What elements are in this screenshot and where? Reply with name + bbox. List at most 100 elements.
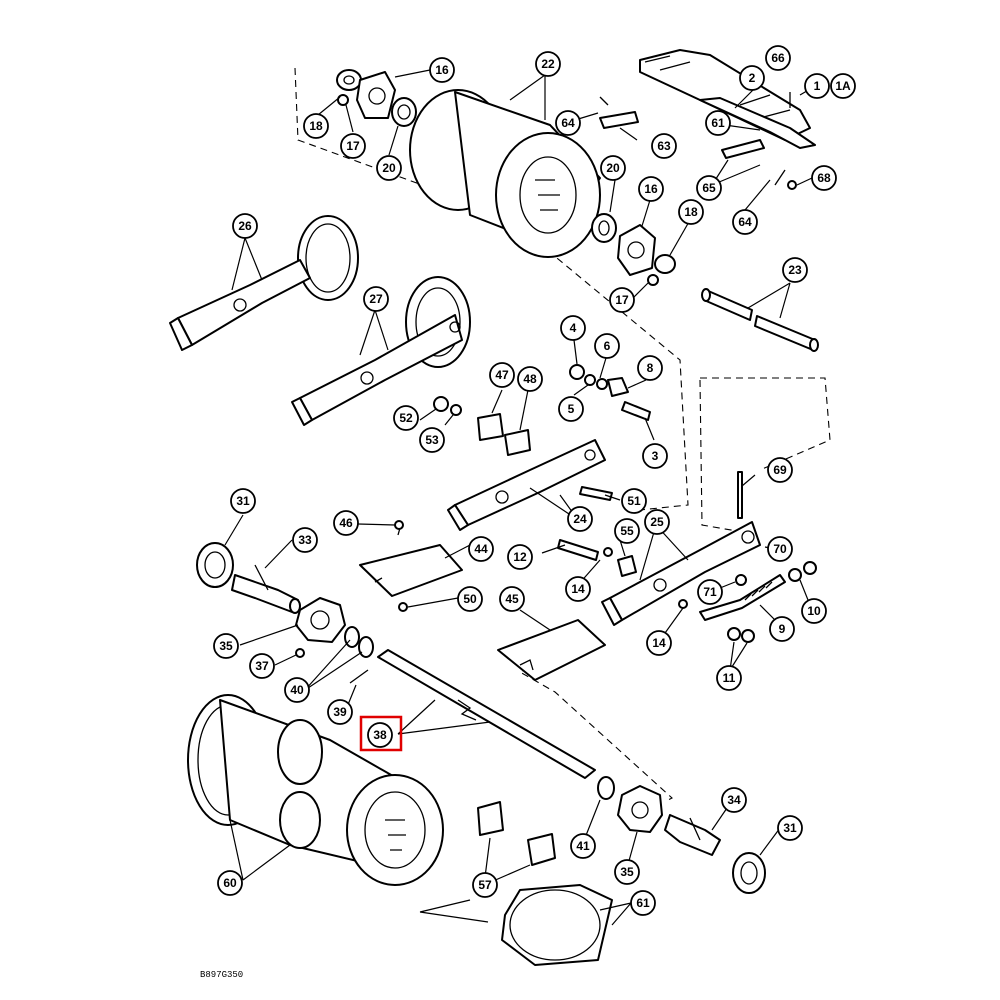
- callout-26: 26: [232, 213, 258, 239]
- svg-text:23: 23: [788, 263, 802, 277]
- drive-chain-assembly: [599, 49, 816, 190]
- callout-52: 52: [393, 405, 419, 431]
- callout-46: 46: [333, 510, 359, 536]
- upper-left-bearing-set: [336, 69, 417, 127]
- svg-text:18: 18: [684, 205, 698, 219]
- svg-text:40: 40: [290, 683, 304, 697]
- svg-text:22: 22: [541, 57, 555, 71]
- lower-left-drive-parts: [196, 542, 374, 684]
- callout-25: 25: [644, 509, 670, 535]
- svg-text:27: 27: [369, 292, 383, 306]
- callout-16-right: 16: [638, 176, 664, 202]
- callout-20-right: 20: [600, 155, 626, 181]
- callout-53: 53: [419, 427, 445, 453]
- svg-text:45: 45: [505, 592, 519, 606]
- svg-text:61: 61: [711, 116, 725, 130]
- callout-47: 50: [457, 586, 483, 612]
- svg-text:14: 14: [652, 636, 666, 650]
- callout-31-left: 31: [230, 488, 256, 514]
- drive-shaft: [377, 649, 596, 779]
- callout-48: 47: [489, 362, 515, 388]
- svg-text:18: 18: [309, 119, 323, 133]
- pivot-arm-25: [557, 471, 817, 643]
- svg-text:5: 5: [568, 402, 575, 416]
- callout-1a: 1A: [830, 73, 856, 99]
- cover-plates: [359, 520, 606, 681]
- callout-9: 9: [769, 616, 795, 642]
- callout-39: 39: [327, 699, 353, 725]
- callout-60: 60: [217, 870, 243, 896]
- lower-roller-drum: [187, 694, 444, 886]
- svg-text:68: 68: [817, 171, 831, 185]
- callout-27: 27: [363, 286, 389, 312]
- svg-text:37: 37: [255, 659, 269, 673]
- callout-22: 22: [535, 51, 561, 77]
- svg-text:31: 31: [236, 494, 250, 508]
- pivot-arm-24: [447, 439, 613, 531]
- svg-text:11: 11: [723, 671, 736, 685]
- callout-20-left: 20: [376, 155, 402, 181]
- callout-24: 24: [567, 506, 593, 532]
- svg-text:61: 61: [636, 896, 650, 910]
- callout-63: 61: [705, 110, 731, 136]
- callout-17-left: 17: [340, 133, 366, 159]
- callout-64-top: 63: [651, 133, 677, 159]
- callout-64-bottom: 64: [732, 209, 758, 235]
- callout-18-left: 18: [303, 113, 329, 139]
- callout-70: 69: [767, 457, 793, 483]
- svg-text:35: 35: [620, 865, 634, 879]
- callout-23: 23: [782, 257, 808, 283]
- svg-text:64: 64: [738, 215, 752, 229]
- svg-text:53: 53: [425, 433, 439, 447]
- callout-8: 8: [637, 355, 663, 381]
- svg-text:1: 1: [814, 79, 821, 93]
- callout-72: 71: [697, 579, 723, 605]
- small-plates-and-belt: [419, 801, 613, 966]
- highlight-box-callout-38: [359, 715, 403, 752]
- svg-text:8: 8: [647, 361, 654, 375]
- svg-text:65: 65: [702, 181, 716, 195]
- callout-31-right: 31: [777, 815, 803, 841]
- svg-text:3: 3: [652, 449, 659, 463]
- callout-44: 44: [468, 536, 494, 562]
- callout-37: 37: [249, 653, 275, 679]
- callout-71: 70: [767, 536, 793, 562]
- svg-text:20: 20: [382, 161, 396, 175]
- svg-text:44: 44: [474, 542, 488, 556]
- svg-text:6: 6: [604, 339, 611, 353]
- callout-38[interactable]: 38: [367, 722, 393, 748]
- svg-text:46: 46: [339, 516, 353, 530]
- callout-35-left: 35: [213, 633, 239, 659]
- callout-12: 11: [716, 665, 742, 691]
- callout-11: 12: [507, 544, 533, 570]
- svg-text:24: 24: [573, 512, 587, 526]
- callout-41: 41: [570, 833, 596, 859]
- svg-text:31: 31: [783, 821, 797, 835]
- svg-text:41: 41: [576, 839, 590, 853]
- callout-40: 40: [284, 677, 310, 703]
- svg-text:20: 20: [606, 161, 620, 175]
- callout-labels: 16 22 66 2 1 1A 18 17 20 64 63 61 65 68 …: [213, 45, 856, 916]
- svg-text:39: 39: [333, 705, 347, 719]
- svg-text:55: 55: [620, 524, 634, 538]
- svg-text:34: 34: [727, 793, 741, 807]
- callout-51: 51: [621, 488, 647, 514]
- svg-text:69: 69: [773, 463, 787, 477]
- callout-3: 3: [642, 443, 668, 469]
- svg-text:57: 57: [478, 878, 492, 892]
- svg-text:66: 66: [771, 51, 785, 65]
- svg-text:17: 17: [615, 293, 629, 307]
- svg-text:64: 64: [561, 116, 575, 130]
- callout-65: 64: [555, 110, 581, 136]
- callout-45: 45: [499, 586, 525, 612]
- svg-text:52: 52: [399, 411, 413, 425]
- svg-text:71: 71: [703, 585, 717, 599]
- callout-17-right: 17: [609, 287, 635, 313]
- callout-16: 16: [429, 57, 455, 83]
- callout-61: 61: [630, 890, 656, 916]
- callout-1: 1: [804, 73, 830, 99]
- svg-text:9: 9: [779, 622, 786, 636]
- svg-text:1A: 1A: [835, 79, 851, 93]
- callout-2: 2: [739, 65, 765, 91]
